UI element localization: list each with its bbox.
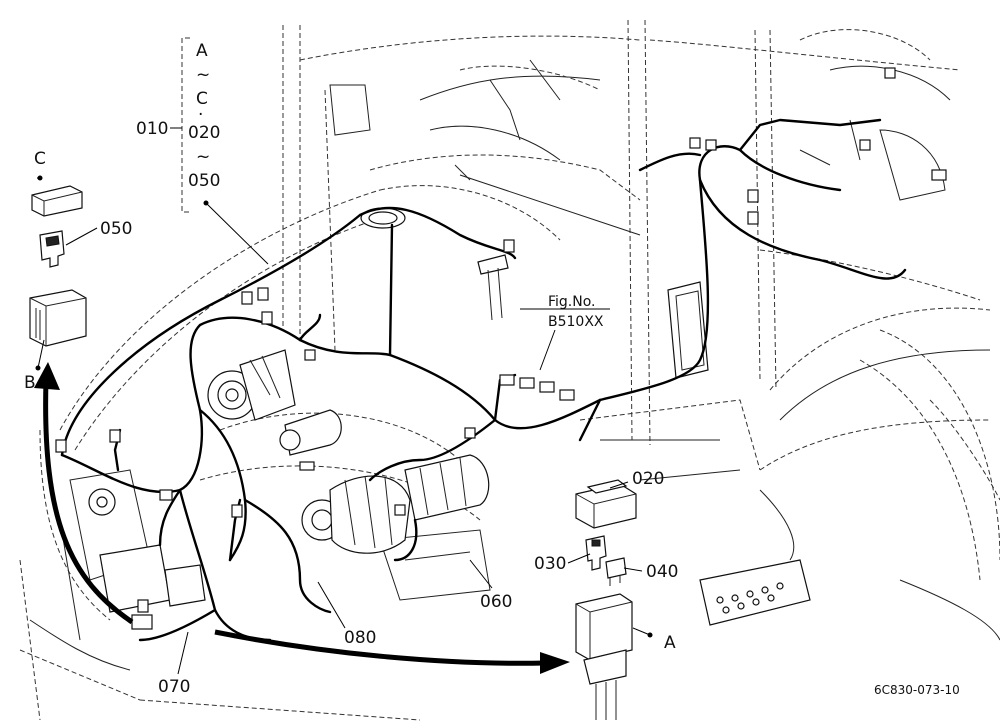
fig-no-code: B510XX (548, 314, 604, 330)
range-tilde-2: ~ (196, 147, 210, 167)
item-label-050: 050 (100, 219, 132, 239)
ref-label-c: C (34, 149, 46, 169)
item-label-010: 010 (136, 119, 168, 139)
reference-arrows (34, 362, 570, 674)
item-label-020: 020 (632, 469, 664, 489)
rear-light-unit (667, 281, 709, 379)
detail-part-030-fuse-holder (585, 535, 607, 571)
range-label-c: C (196, 89, 208, 109)
range-label-a: A (196, 41, 208, 61)
range-tilde-1: ~ (196, 65, 210, 85)
detail-part-020-fuse-cover (575, 479, 637, 529)
detail-part-a-connector-block (575, 593, 633, 720)
ref-label-a: A (664, 633, 676, 653)
step-bolts (716, 582, 784, 614)
filler-cap (360, 207, 406, 229)
item-label-030: 030 (534, 554, 566, 574)
range-label-050: 050 (188, 171, 220, 191)
starter-motor (404, 454, 490, 521)
harness-connectors (55, 67, 947, 613)
range-dot: · (198, 105, 203, 125)
main-wiring-harness (60, 118, 907, 642)
item-label-060: 060 (480, 592, 512, 612)
detail-part-b-socket (29, 289, 87, 347)
fig-no-label: Fig.No. (548, 294, 596, 310)
horn (88, 488, 116, 516)
alternator (301, 475, 411, 554)
fuel-sender (477, 254, 509, 321)
detail-part-c-cap (31, 185, 83, 217)
item-label-080: 080 (344, 628, 376, 648)
detail-part-040-fuse (605, 557, 627, 586)
battery-area (99, 544, 206, 630)
ref-label-b: B (24, 373, 36, 393)
item-label-040: 040 (646, 562, 678, 582)
item-label-070: 070 (158, 677, 190, 697)
range-label-020: 020 (188, 123, 220, 143)
drawing-code: 6C830-073-10 (874, 683, 960, 697)
compressor (207, 349, 296, 421)
callout-labels: A ~ C · 020 ~ 050 010 C 050 B Fig.No. B5… (24, 41, 960, 697)
leader-lines (35, 175, 653, 675)
detail-part-050-relay-clip (39, 230, 65, 268)
fuel-pump (279, 409, 342, 456)
